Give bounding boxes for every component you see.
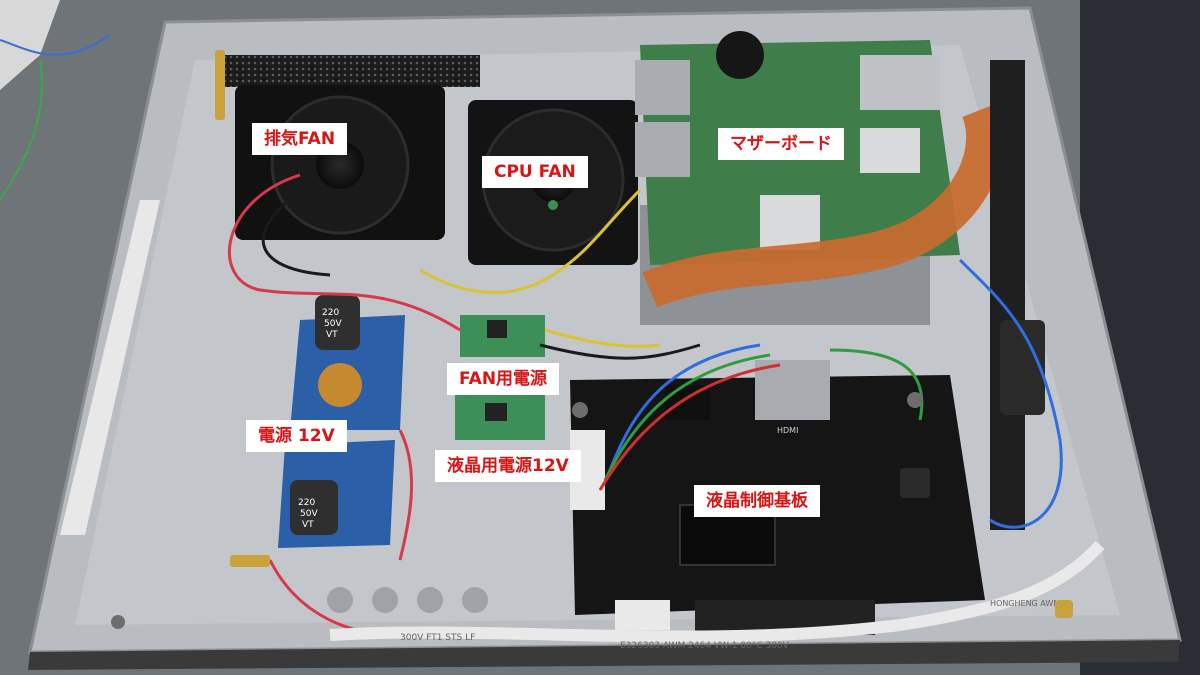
capacitor-bottom-markings: 220 50V VT bbox=[298, 498, 318, 530]
wires bbox=[227, 173, 1063, 638]
power-module-top bbox=[290, 295, 405, 430]
ribbon-cable-corner bbox=[0, 0, 60, 90]
standoffs bbox=[111, 50, 1073, 629]
exhaust-fan-label: 排気FAN bbox=[252, 123, 348, 155]
floor-holes bbox=[327, 587, 488, 613]
cable-print-2: E326303 AWM 2464 VW-1 80°C 300V bbox=[620, 641, 790, 651]
exhaust-vent-mesh bbox=[225, 55, 480, 87]
motherboard-label: マザーボード bbox=[718, 128, 844, 160]
cable-print-1: 300V FT1 STS LF bbox=[400, 633, 475, 643]
svg-text:220: 220 bbox=[298, 498, 315, 508]
exhaust-fan bbox=[235, 85, 445, 240]
svg-text:VT: VT bbox=[326, 330, 338, 340]
lcd-controller-label: 液晶制御基板 bbox=[694, 485, 820, 517]
lcd-power-12v-label: 液晶用電源12V bbox=[435, 450, 581, 482]
svg-text:50V: 50V bbox=[324, 319, 342, 329]
power-module-bottom bbox=[278, 440, 395, 548]
svg-text:50V: 50V bbox=[300, 509, 318, 519]
svg-text:VT: VT bbox=[302, 520, 314, 530]
svg-text:220: 220 bbox=[322, 308, 339, 318]
white-flat-cable bbox=[329, 540, 1105, 643]
chassis-front-lip bbox=[28, 640, 1180, 670]
copper-tape bbox=[642, 102, 1004, 308]
capacitor-top-markings: 220 50V VT bbox=[322, 308, 342, 340]
cpu-fan-label: CPU FAN bbox=[482, 156, 588, 188]
cable-print-3: HONGHENG AWM bbox=[990, 599, 1060, 608]
hdmi-marking: HDMI bbox=[777, 426, 798, 435]
right-side-board bbox=[990, 60, 1045, 530]
chassis-left-rail bbox=[60, 200, 160, 535]
power-12v-label: 電源 12V bbox=[246, 420, 347, 452]
fan-power-label: FAN用電源 bbox=[447, 363, 560, 395]
